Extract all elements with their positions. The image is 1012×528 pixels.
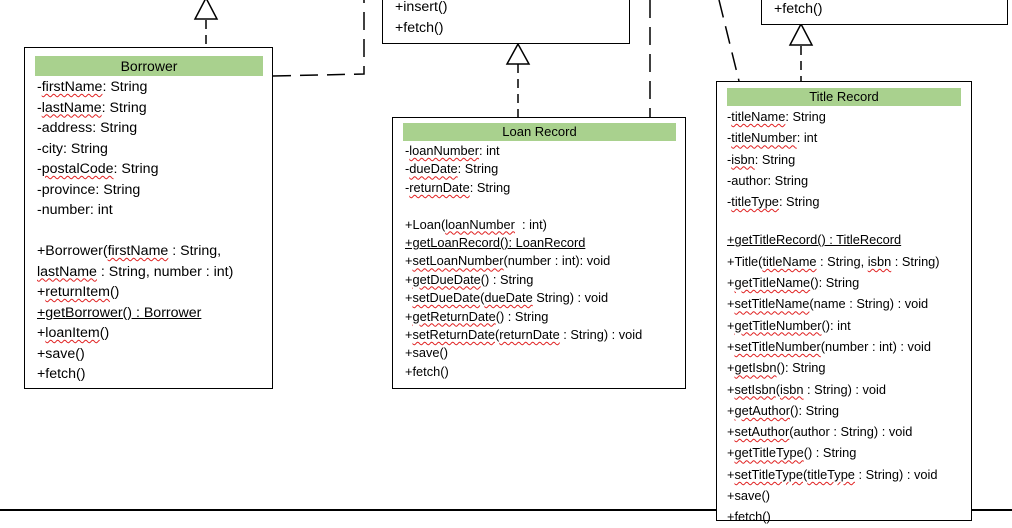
attribute-line: -returnDate: String [405, 179, 511, 195]
method-line: +save() [405, 345, 449, 361]
method-line: +setLoanNumber(number : int): void [405, 253, 611, 269]
method-line: lastName : String, number : int) [37, 263, 234, 280]
attribute-line: -postalCode: String [37, 161, 159, 177]
attribute-line: -number: int [37, 202, 113, 218]
top-right-method-list: +fetch() [774, 0, 823, 20]
attribute-line: -author: String [727, 172, 809, 188]
method-line: +getTitleType() : String [727, 445, 857, 461]
method-line: +getBorrower() : Borrower [37, 304, 202, 321]
method-line: +getTitleRecord() : TitleRecord [727, 232, 902, 248]
title-member-list: -titleName: String -titleNumber: int -is… [727, 106, 940, 528]
method-line: +setIsbn(isbn : String) : void [727, 381, 886, 397]
method-line: +save() [37, 345, 85, 362]
method-line: +fetch() [37, 366, 86, 382]
class-header: Loan Record [403, 123, 676, 141]
attribute-line: -province: String [37, 181, 141, 198]
method-line: +fetch() [727, 509, 771, 525]
attribute-line: -isbn: String [727, 151, 796, 167]
attribute-line: -lastName: String [37, 99, 147, 116]
title-record-class-box: Title Record -titleName: String -titleNu… [716, 81, 972, 524]
method-line: +getReturnDate() : String [405, 308, 549, 324]
attribute-line: -titleName: String [727, 109, 826, 124]
borrower-triangle-icon [193, 0, 219, 20]
method-line: +Borrower(firstName : String, [37, 243, 222, 259]
section-gap [37, 221, 233, 242]
method-line: +returnItem() [37, 284, 120, 300]
method-line: +Title(titleName : String, isbn : String… [727, 253, 940, 269]
top-interface-box-right: +fetch() [761, 0, 1008, 25]
attribute-line: -dueDate: String [405, 161, 499, 177]
borrower-dependency-line [272, 0, 365, 77]
method-line: +setReturnDate(returnDate : String) : vo… [405, 326, 643, 342]
class-header: Title Record [727, 88, 961, 106]
title-triangle-icon [788, 22, 814, 46]
method-line: +fetch() [405, 363, 449, 379]
method-line: +setTitleType(titleType : String) : void [727, 466, 938, 482]
method-line: +fetch() [395, 19, 444, 36]
method-line: +getLoanRecord(): LoanRecord [405, 234, 586, 250]
top-interface-box-middle: +insert() +fetch() [382, 0, 630, 44]
borrower-class-box: Borrower -firstName: String -lastName: S… [24, 47, 273, 389]
loan-member-list: -loanNumber: int -dueDate: String -retur… [405, 142, 642, 381]
method-line: +getAuthor(): String [727, 402, 840, 418]
attribute-line: -city: String [37, 140, 108, 157]
method-line: +insert() [395, 0, 448, 15]
method-line: +getDueDate() : String [405, 271, 534, 287]
method-line: +Loan(loanNumber : int) [405, 216, 547, 232]
method-line: +fetch() [774, 1, 823, 17]
loan-triangle-icon [505, 42, 531, 65]
attribute-line: -titleType: String [727, 194, 820, 210]
attribute-line: -firstName: String [37, 79, 148, 95]
method-line: +save() [727, 488, 771, 504]
method-line: +getTitleNumber(): int [727, 317, 851, 333]
method-line: +loanItem() [37, 325, 110, 341]
method-line: +setTitleNumber(number : int) : void [727, 338, 932, 354]
attribute-line: -titleNumber: int [727, 130, 818, 146]
method-line: +setTitleName(name : String) : void [727, 296, 929, 312]
attribute-line: -address: String [37, 120, 138, 136]
method-line: +setAuthor(author : String) : void [727, 424, 913, 440]
section-gap [727, 212, 940, 229]
title-dependency-line [718, 0, 740, 82]
method-line: +getIsbn(): String [727, 360, 826, 376]
top-mid-method-list: +insert() +fetch() [395, 0, 447, 38]
class-header: Borrower [35, 56, 263, 76]
loan-record-class-box: Loan Record -loanNumber: int -dueDate: S… [392, 117, 686, 389]
section-gap [405, 197, 642, 215]
method-line: +getTitleName(): String [727, 275, 860, 291]
borrower-member-list: -firstName: String -lastName: String -ad… [37, 77, 233, 385]
attribute-line: -loanNumber: int [405, 143, 500, 158]
method-line: +setDueDate(dueDate String) : void [405, 290, 609, 306]
